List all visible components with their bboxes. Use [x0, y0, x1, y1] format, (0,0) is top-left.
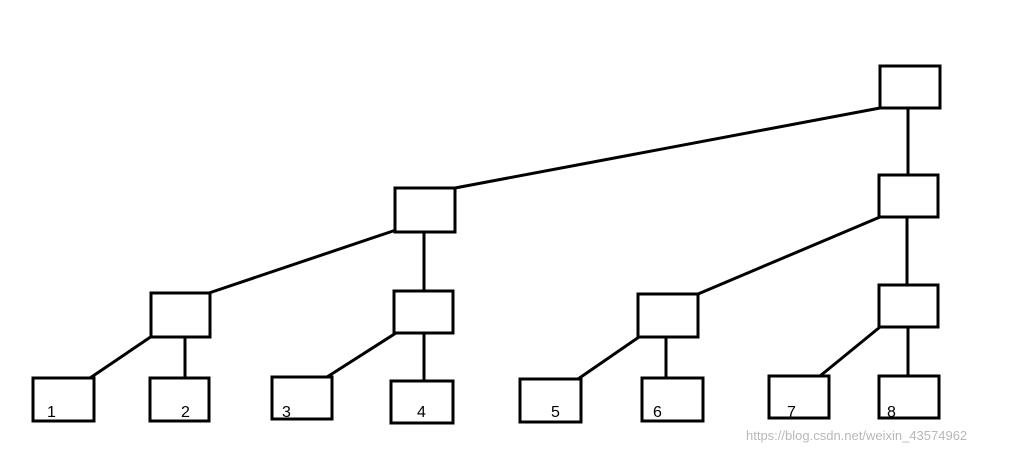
edge-rr-7 — [819, 325, 881, 378]
leaf-2 — [148, 376, 211, 423]
leaf-8-label: 8 — [887, 404, 896, 421]
edge-r1-rl — [697, 215, 881, 296]
edge-lr-3 — [326, 331, 397, 379]
node-right-left — [636, 292, 700, 339]
internal-nodes — [149, 64, 942, 339]
leaf-7-label: 7 — [787, 404, 796, 421]
node-left — [393, 186, 457, 234]
leaf-nodes: 1 2 3 4 5 6 7 8 — [31, 374, 941, 425]
leaf-3-label: 3 — [282, 404, 291, 421]
leaf-8 — [877, 374, 941, 420]
watermark: https://blog.csdn.net/weixin_43574962 — [746, 428, 968, 443]
edge-rl-5 — [577, 335, 640, 381]
node-root — [878, 64, 942, 110]
leaf-4-label: 4 — [417, 404, 426, 421]
leaf-5-label: 5 — [551, 404, 560, 421]
leaf-4 — [389, 379, 455, 425]
leaf-6 — [640, 376, 705, 423]
node-right-right — [877, 283, 940, 329]
leaf-7 — [767, 374, 831, 420]
node-left-left — [149, 291, 212, 339]
edge-l1-ll — [208, 228, 397, 295]
leaf-5 — [518, 377, 583, 424]
leaf-2-label: 2 — [181, 404, 190, 421]
node-right — [877, 173, 940, 219]
edges — [89, 106, 910, 381]
leaf-3 — [270, 375, 334, 421]
leaf-1 — [31, 376, 96, 423]
edge-root-left — [454, 106, 881, 190]
node-left-right — [392, 289, 455, 335]
leaf-1-label: 1 — [47, 404, 56, 421]
edge-ll-1 — [89, 334, 153, 380]
leaf-6-label: 6 — [653, 404, 662, 421]
